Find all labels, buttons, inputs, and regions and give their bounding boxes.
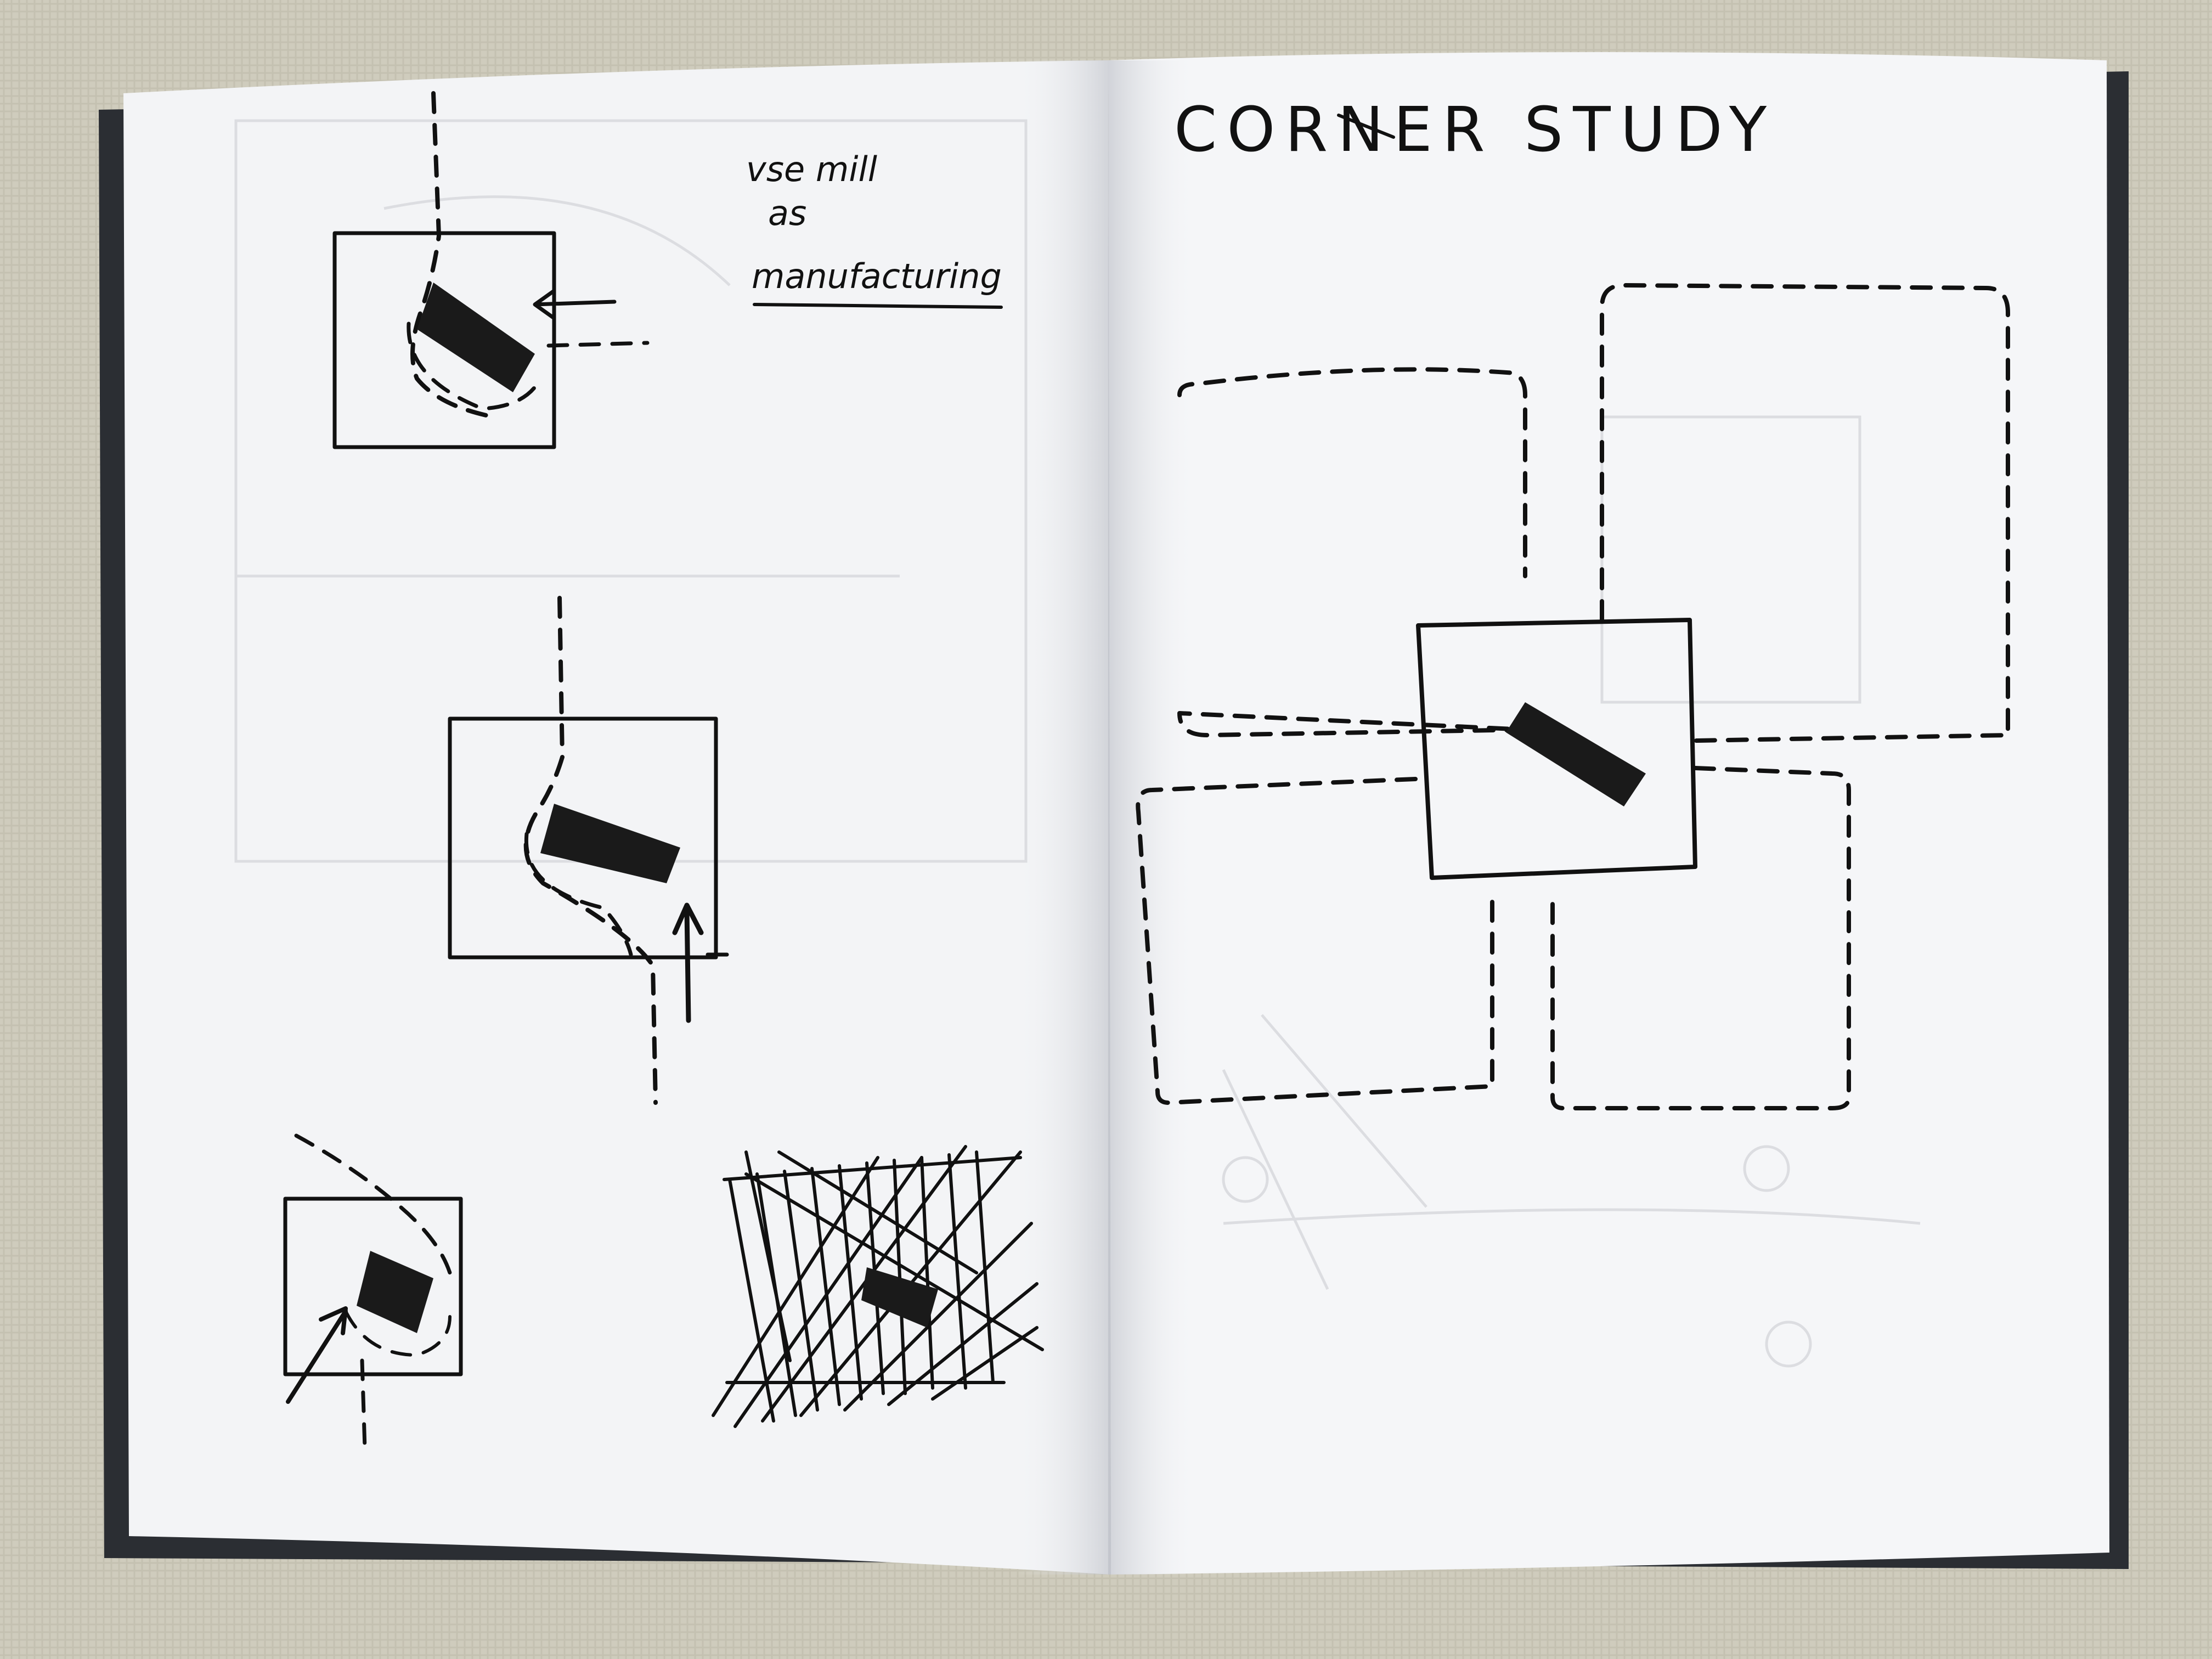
sketch-1 [332, 91, 650, 449]
title-strikethrough [1337, 114, 1395, 139]
dashed-block-top-left [1177, 367, 1527, 737]
hatched-block-4 [861, 1267, 938, 1328]
left-page-gutter-shadow [1015, 60, 1111, 1575]
hatched-block-3 [357, 1251, 433, 1333]
right-page-gutter-shadow [1108, 60, 1196, 1575]
sketch-4 [712, 1145, 1044, 1428]
handwritten-note: vse mill as manufacturing [746, 149, 1003, 309]
central-hatched-block [1506, 702, 1646, 806]
note-underline [753, 303, 1003, 309]
note-line-3: manufacturing [752, 256, 1002, 296]
hatched-block-1 [417, 283, 535, 392]
note-line-2: as [768, 193, 806, 233]
hatched-block-2 [540, 804, 680, 883]
sketch-3 [283, 1133, 463, 1451]
note-line-1: vse mill [746, 149, 877, 189]
page-title: CORNER STUDY [1174, 94, 1776, 166]
dashed-block-bottom-left [1136, 777, 1494, 1105]
right-page [1108, 52, 2109, 1575]
corner-study-diagram [1136, 283, 2010, 1110]
dashed-block-bottom-right [1550, 766, 1851, 1110]
sketch-2 [448, 596, 729, 1105]
central-box [1416, 618, 1697, 880]
left-page [123, 60, 1111, 1575]
dashed-block-top-right [1600, 283, 2010, 743]
ghost-sketches [234, 119, 1921, 1368]
